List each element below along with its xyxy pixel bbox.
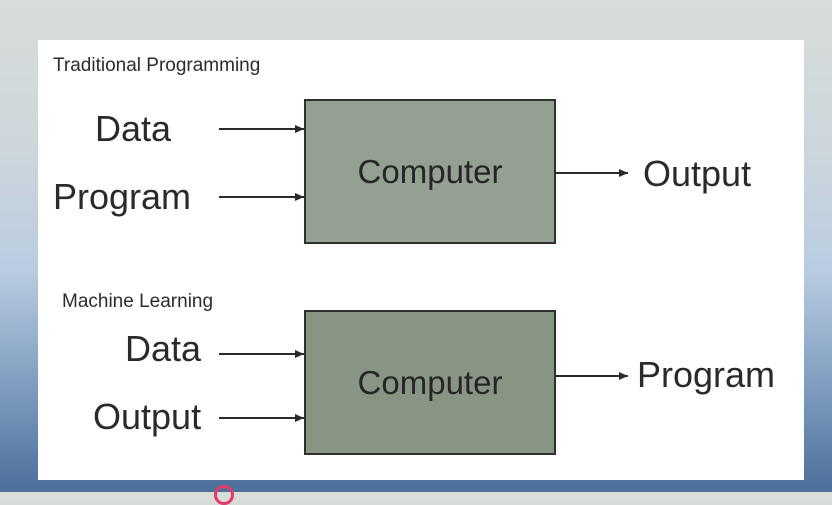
traditional-section-title: Traditional Programming [53,55,261,76]
traditional-input-program: Program [53,176,192,217]
ml-computer-box: Computer [304,310,556,455]
ml-output-label: Program [637,354,776,395]
traditional-computer-label: Computer [357,152,503,190]
accent-dot [214,485,234,505]
slide: Traditional Programming Data Program Com… [38,40,804,480]
traditional-input-data: Data [95,108,172,149]
arrows-layer [219,125,628,422]
traditional-computer-box: Computer [304,99,556,244]
ml-section-title: Machine Learning [62,291,214,312]
ml-computer-label: Computer [357,363,503,401]
ml-input-data: Data [125,328,202,369]
ml-input-output: Output [93,396,202,437]
traditional-output-label: Output [643,153,752,194]
